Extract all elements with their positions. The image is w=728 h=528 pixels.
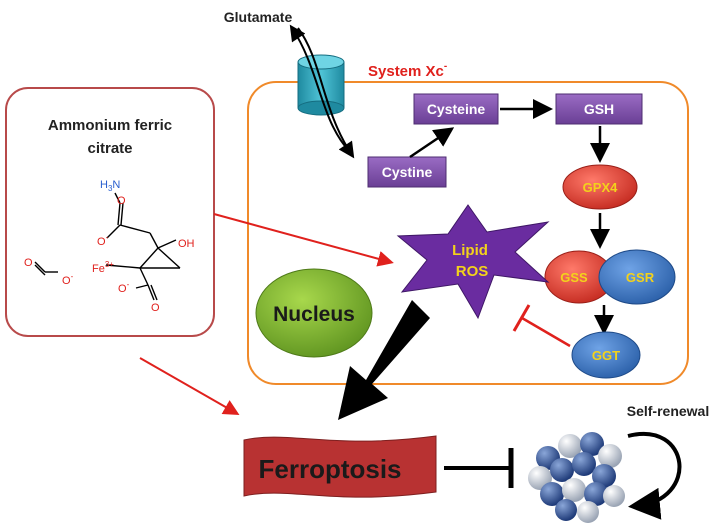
transporter-icon [297, 54, 345, 116]
gsh-box: GSH [555, 93, 643, 125]
lipid-ros-star: Lipid ROS [396, 204, 550, 320]
molecule-atom-labels: H3N O O- OH Fe3+ O O- O- O [24, 179, 195, 314]
cysteine-label: Cysteine [427, 101, 486, 117]
lipid-label: Lipid [452, 242, 488, 259]
ammonium-label-line1: Ammonium ferric [48, 117, 172, 134]
ros-label: ROS [456, 263, 489, 280]
o-neg-label-2: O- [62, 272, 74, 287]
o-label-bottom: O [151, 302, 160, 314]
gss-node: GSS [544, 250, 614, 304]
cystine-to-cysteine-arrow [409, 127, 455, 159]
ros-to-ferroptosis-arrow [338, 300, 430, 420]
gsr-node: GSR [598, 249, 676, 305]
gpx4-label: GPX4 [583, 180, 618, 195]
gsr-label: GSR [626, 270, 655, 285]
glutamate-label: Glutamate [224, 9, 293, 25]
glutamate-export-arrow [289, 24, 351, 153]
gss-label: GSS [560, 270, 588, 285]
ggt-inhibits-ros-line [521, 316, 571, 348]
cysteine-box: Cysteine [413, 93, 499, 125]
o-neg-label-3: O- [118, 280, 130, 295]
system-xc-label: System Xc- [368, 61, 447, 80]
o-label-top: O [117, 195, 126, 207]
cystine-box: Cystine [367, 156, 447, 188]
ammonium-to-ros-arrow [213, 213, 394, 267]
ggt-inhibits-ros-bar [512, 304, 531, 332]
self-renewal-label: Self-renewal [627, 403, 709, 419]
gpx4-node: GPX4 [562, 164, 638, 210]
ammonium-ferric-citrate-box [5, 87, 215, 337]
ammonium-label-line2: citrate [87, 140, 132, 157]
ferroptosis-banner: Ferroptosis [243, 435, 437, 498]
cell-boundary [247, 81, 689, 385]
ferroptosis-label: Ferroptosis [258, 454, 401, 484]
gsh-label: GSH [584, 101, 614, 117]
cystine-import-arrow [297, 27, 355, 159]
cystine-label: Cystine [382, 164, 433, 180]
nucleus-label: Nucleus [273, 303, 355, 326]
oh-label: OH [178, 238, 195, 250]
nucleus-node: Nucleus [255, 268, 373, 358]
o-neg-label-1: O- [97, 233, 109, 248]
self-renewal-loop-arrow [627, 432, 682, 520]
ggt-node: GGT [571, 331, 641, 379]
h3n-label: H3N [100, 179, 120, 193]
ggt-label: GGT [592, 348, 620, 363]
fe-label: Fe3+ [92, 260, 114, 275]
ammonium-to-ferroptosis-arrow [139, 357, 240, 415]
stem-cell-cluster-icon [528, 432, 625, 523]
citrate-molecule-structure [34, 192, 181, 301]
o-label-left: O [24, 257, 33, 269]
